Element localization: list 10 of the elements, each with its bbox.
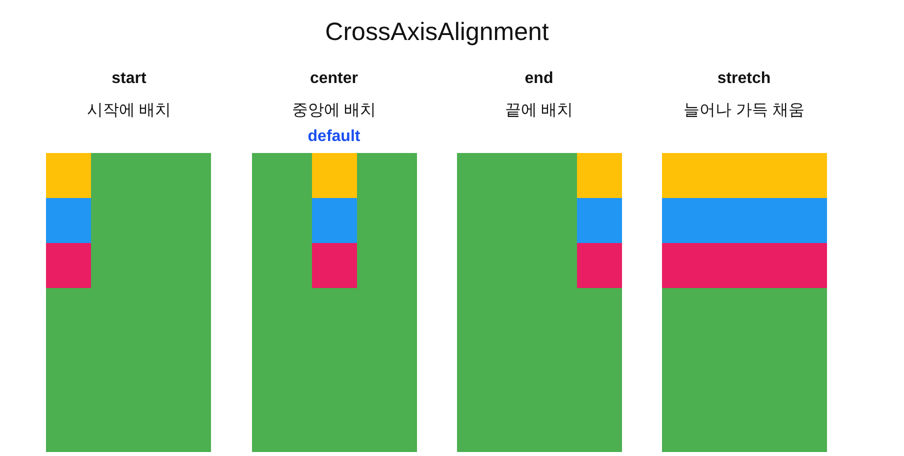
column-description: 중앙에 배치 — [292, 101, 376, 121]
column-heading: stretch — [717, 70, 771, 88]
column-description: 늘어나 가득 채움 — [684, 101, 804, 121]
column-description: 시작에 배치 — [86, 101, 172, 121]
column-heading: start — [112, 70, 146, 88]
column-heading: end — [524, 70, 554, 88]
default-note: default — [308, 128, 360, 146]
diagram-title: CrossAxisAlignment — [325, 18, 549, 47]
column-description: 끝에 배치 — [504, 101, 574, 121]
column-heading: center — [310, 70, 358, 88]
